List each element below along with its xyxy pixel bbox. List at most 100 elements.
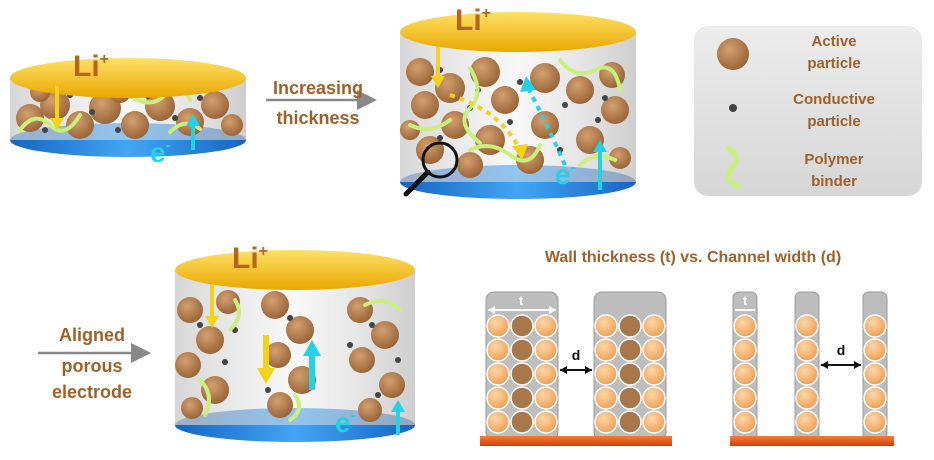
gold-top-plate [400, 12, 636, 52]
thin-d-marker: d [821, 342, 861, 369]
li-down-arrow-2 [257, 335, 275, 384]
wall-particle [510, 362, 534, 386]
wall-particle [594, 362, 618, 386]
wall-particle [795, 314, 819, 338]
wall-particle [510, 314, 534, 338]
thick-t-marker: t [488, 293, 556, 314]
electron-label: e- [555, 159, 576, 190]
li-down-arrow [50, 86, 64, 130]
wall-particle [534, 314, 558, 338]
electron-up-arrow [593, 140, 607, 190]
wall-particle [594, 410, 618, 434]
increasing-thickness-arrow: Increasing thickness [266, 78, 377, 128]
thick-wall-particles [486, 314, 666, 434]
electron-label: e- [150, 137, 171, 168]
active-particles [16, 81, 243, 139]
wall-particle [510, 338, 534, 362]
thick-d-marker: d [560, 347, 592, 374]
wall-particle [486, 410, 510, 434]
magnifier-icon [403, 141, 459, 197]
wall-particle [733, 386, 757, 410]
gold-top-plate [10, 58, 246, 98]
wall-particle [486, 362, 510, 386]
cyan-dotted-path [520, 76, 567, 166]
legend-binder-line2: binder [811, 173, 857, 190]
orange-substrate-right [730, 436, 894, 446]
wall-particle [863, 410, 887, 434]
wall-particle [594, 314, 618, 338]
thickness-label: thickness [276, 108, 359, 128]
li-ion-label: Li+ [455, 4, 491, 37]
thin-t-marker: t [735, 293, 755, 311]
aligned-electrode: Li+ e- [175, 242, 415, 442]
wall-particle [642, 314, 666, 338]
wall-particle [618, 386, 642, 410]
thick-wall-set: t d [480, 291, 672, 446]
binder-strands [408, 58, 622, 167]
electrode-label: electrode [52, 382, 132, 402]
wall-particle [618, 338, 642, 362]
gold-top-plate [175, 250, 415, 290]
wall-particle [733, 362, 757, 386]
wall-particle [795, 338, 819, 362]
wall-particle [534, 338, 558, 362]
legend-conductive-line2: particle [807, 113, 860, 130]
wall-particle [733, 410, 757, 434]
wall-particle [486, 338, 510, 362]
wall-particle [733, 338, 757, 362]
wall-particle [618, 362, 642, 386]
wall-particle [534, 410, 558, 434]
binder-swatch [725, 145, 741, 189]
li-down-arrow-1 [205, 282, 219, 328]
yellow-dotted-path [449, 93, 528, 160]
wall-particle [642, 386, 666, 410]
legend-background [694, 26, 922, 196]
wall-particle [594, 386, 618, 410]
legend-active-line2: particle [807, 55, 860, 72]
wall-particle [863, 362, 887, 386]
thick-electrode: Li+ e- [400, 4, 636, 199]
legend-conductive-line1: Conductive [793, 91, 875, 108]
wall-particle [534, 386, 558, 410]
wall-particle [863, 314, 887, 338]
legend-active-line1: Active [811, 33, 856, 50]
wall-particle [642, 338, 666, 362]
wall-particle [642, 410, 666, 434]
wall-particle [733, 314, 757, 338]
conductive-particle-swatch [729, 104, 737, 112]
electron-up-arrow-2 [391, 400, 405, 435]
wall-particle [795, 362, 819, 386]
wall-particle [863, 338, 887, 362]
orange-substrate-left [480, 436, 672, 446]
wall-particle [795, 386, 819, 410]
thin-wall-particles [733, 314, 887, 434]
wall-particle [486, 314, 510, 338]
wall-particle [863, 386, 887, 410]
li-ion-label: Li+ [73, 50, 109, 83]
thin-wall-set: t d [730, 291, 894, 446]
legend-binder-line1: Polymer [804, 151, 863, 168]
active-particles [175, 290, 405, 422]
wall-particle [642, 362, 666, 386]
thin-electrode: Li+ e- [10, 50, 246, 168]
binder-strands [198, 298, 402, 422]
electron-up-arrow [186, 114, 200, 150]
aligned-porous-arrow: Aligned porous electrode [38, 325, 151, 402]
wall-channel-title: Wall thickness (t) vs. Channel width (d) [545, 249, 841, 266]
wall-particle [510, 386, 534, 410]
wall-particle [795, 410, 819, 434]
d-label: d [837, 342, 846, 358]
electron-label: e- [335, 407, 356, 438]
li-ion-label: Li+ [232, 242, 268, 275]
wall-particle [618, 410, 642, 434]
active-particle-swatch [717, 38, 749, 70]
wall-particle [534, 362, 558, 386]
wall-particle [486, 386, 510, 410]
legend-box: Active particle Conductive particle Poly… [694, 26, 922, 196]
wall-particle [594, 338, 618, 362]
d-label: d [572, 347, 581, 363]
electron-up-arrow-1 [303, 340, 321, 390]
wall-particle [618, 314, 642, 338]
increasing-label: Increasing [273, 78, 363, 98]
